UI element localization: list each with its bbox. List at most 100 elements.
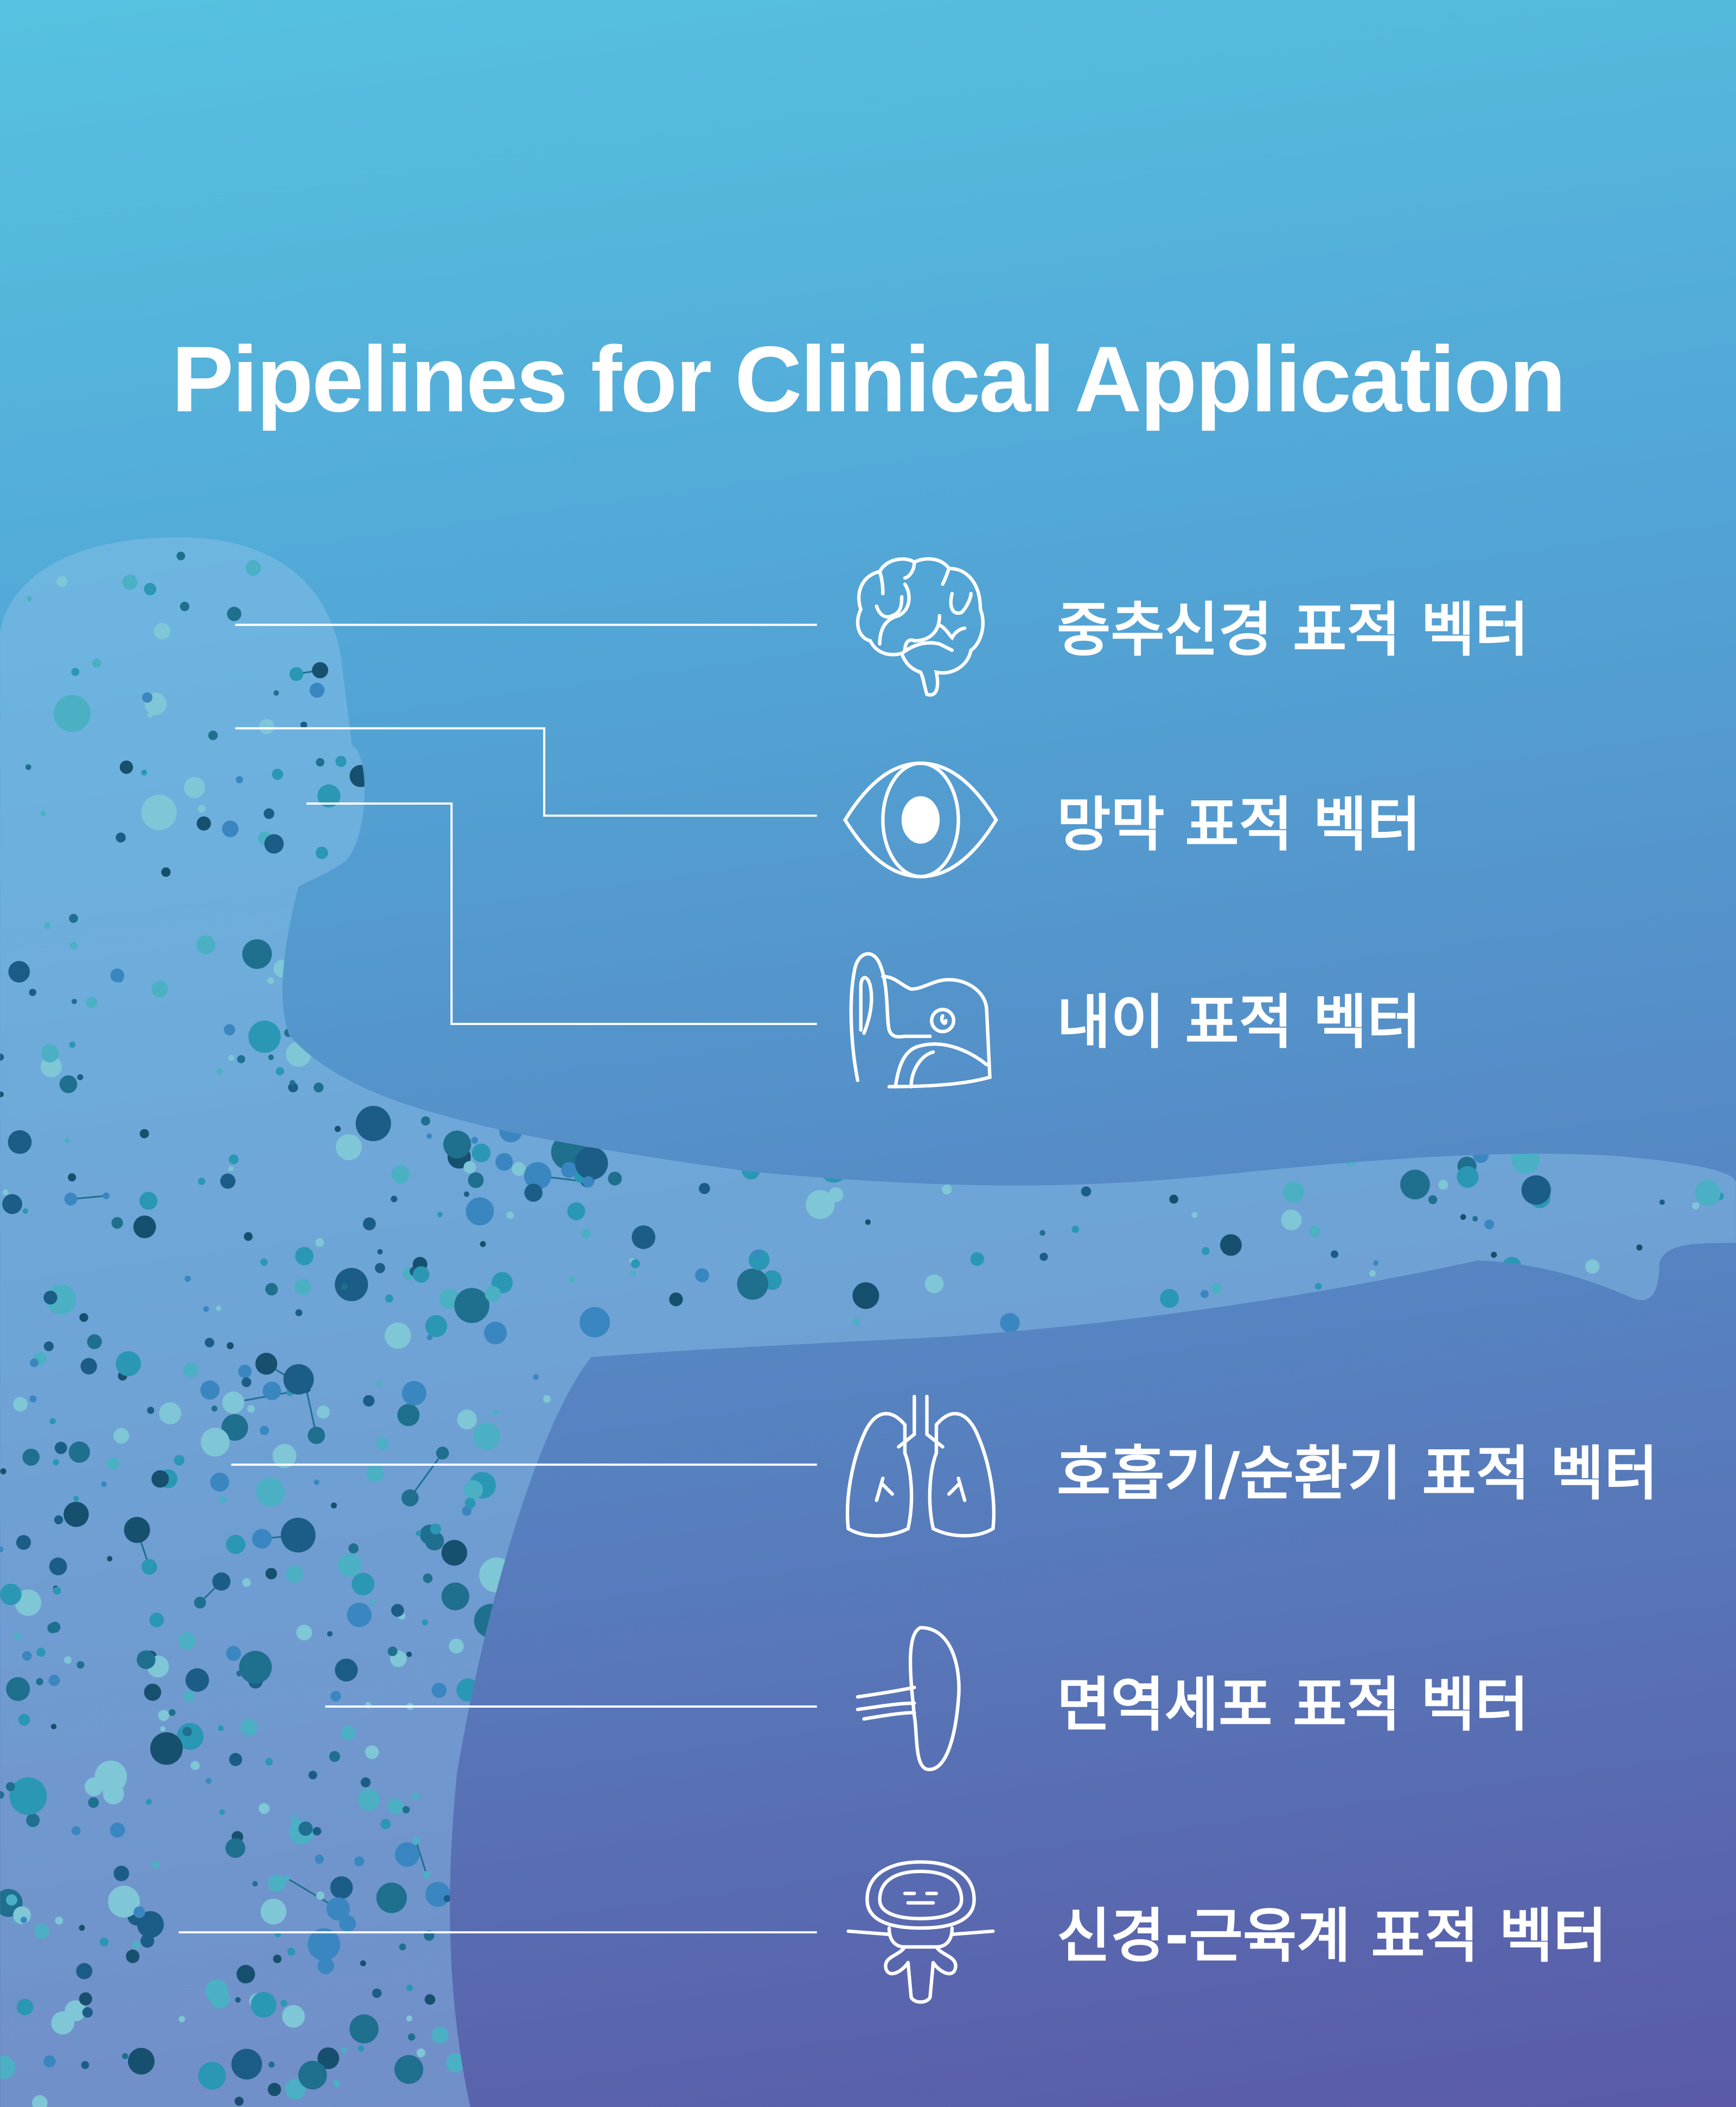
network-node <box>158 1710 170 1721</box>
network-node <box>1726 1296 1733 1303</box>
network-node <box>184 1275 191 1282</box>
spine-vertebra-icon <box>842 1853 999 2010</box>
network-node <box>506 1211 514 1219</box>
network-node <box>512 1162 526 1176</box>
network-node <box>924 1274 944 1294</box>
network-node <box>263 1382 282 1401</box>
network-node <box>464 1498 476 1508</box>
network-node <box>1039 1252 1048 1261</box>
network-node <box>449 1638 464 1654</box>
network-node <box>316 758 324 767</box>
network-node <box>312 1826 322 1836</box>
network-node <box>289 667 304 682</box>
network-node <box>22 1448 40 1466</box>
network-node <box>1191 1212 1198 1218</box>
network-node <box>86 997 98 1008</box>
network-node <box>224 1024 235 1036</box>
network-node <box>456 1678 480 1702</box>
network-node <box>273 690 279 696</box>
network-node <box>151 981 168 997</box>
network-node <box>212 1572 231 1591</box>
network-node <box>101 1481 107 1487</box>
network-node <box>425 1315 448 1338</box>
network-node <box>608 1172 622 1186</box>
network-node <box>1039 1230 1045 1236</box>
network-node <box>473 1422 501 1450</box>
network-node <box>416 2048 426 2058</box>
network-node <box>326 1045 336 1055</box>
network-node <box>343 937 355 949</box>
network-node <box>474 1603 508 1638</box>
network-node <box>369 1600 376 1606</box>
network-node <box>358 2045 365 2052</box>
network-node <box>34 1924 49 1939</box>
network-node <box>348 1543 359 1554</box>
network-node <box>362 1217 376 1231</box>
network-node <box>411 1792 419 1800</box>
network-node <box>295 1309 303 1316</box>
network-node <box>0 1091 4 1098</box>
network-node <box>1721 1287 1729 1295</box>
network-node <box>375 1263 385 1274</box>
network-node <box>81 2061 90 2069</box>
network-node <box>330 1502 337 1508</box>
network-node <box>570 1442 578 1451</box>
network-node <box>525 1893 538 1906</box>
network-node <box>376 1381 382 1387</box>
network-node <box>1081 1186 1092 1196</box>
network-node <box>426 1045 450 1068</box>
network-node <box>387 1798 404 1815</box>
network-node <box>1160 1289 1179 1308</box>
network-node <box>1428 1195 1438 1205</box>
network-node <box>234 2096 244 2106</box>
network-node <box>222 1391 245 1414</box>
network-node <box>280 2000 288 2007</box>
network-node <box>197 805 206 813</box>
network-node <box>431 2026 449 2044</box>
network-node <box>227 607 241 621</box>
network-node <box>71 1826 81 1836</box>
network-node <box>541 958 554 971</box>
inner-ear-icon <box>842 939 999 1096</box>
network-node <box>326 1897 350 1921</box>
network-node <box>6 1677 30 1701</box>
network-node <box>84 1777 104 1797</box>
network-node <box>44 922 51 929</box>
network-node <box>1400 1169 1430 1200</box>
network-node <box>493 1409 499 1415</box>
network-node <box>0 1468 7 1475</box>
network-node <box>69 914 78 923</box>
network-node <box>543 1395 551 1403</box>
network-node <box>493 1841 514 1861</box>
network-node <box>228 1154 239 1164</box>
network-node <box>141 794 177 830</box>
network-node <box>139 1129 149 1138</box>
network-node <box>495 1153 513 1171</box>
network-node <box>286 1041 311 1067</box>
network-node <box>248 1020 281 1053</box>
network-node <box>397 1404 420 1427</box>
network-node <box>422 1619 428 1626</box>
network-node <box>376 1437 389 1450</box>
network-node <box>360 1960 366 1966</box>
network-node <box>1511 1145 1540 1174</box>
network-node <box>36 1647 46 1657</box>
network-node <box>206 1778 212 1784</box>
network-node <box>631 1259 640 1269</box>
network-node <box>631 1225 655 1249</box>
network-node <box>20 1917 27 1924</box>
network-node <box>200 1380 220 1400</box>
network-node <box>394 1842 420 1867</box>
network-node <box>1521 1175 1551 1205</box>
network-node <box>222 820 239 837</box>
network-node <box>443 1130 471 1158</box>
network-node <box>216 1068 223 1074</box>
network-node <box>330 1876 353 1899</box>
network-node <box>53 695 91 732</box>
network-node <box>329 1750 340 1762</box>
network-node <box>1472 1215 1478 1222</box>
network-node <box>133 1215 156 1238</box>
lungs-icon <box>842 1390 999 1548</box>
network-node <box>337 1553 362 1577</box>
